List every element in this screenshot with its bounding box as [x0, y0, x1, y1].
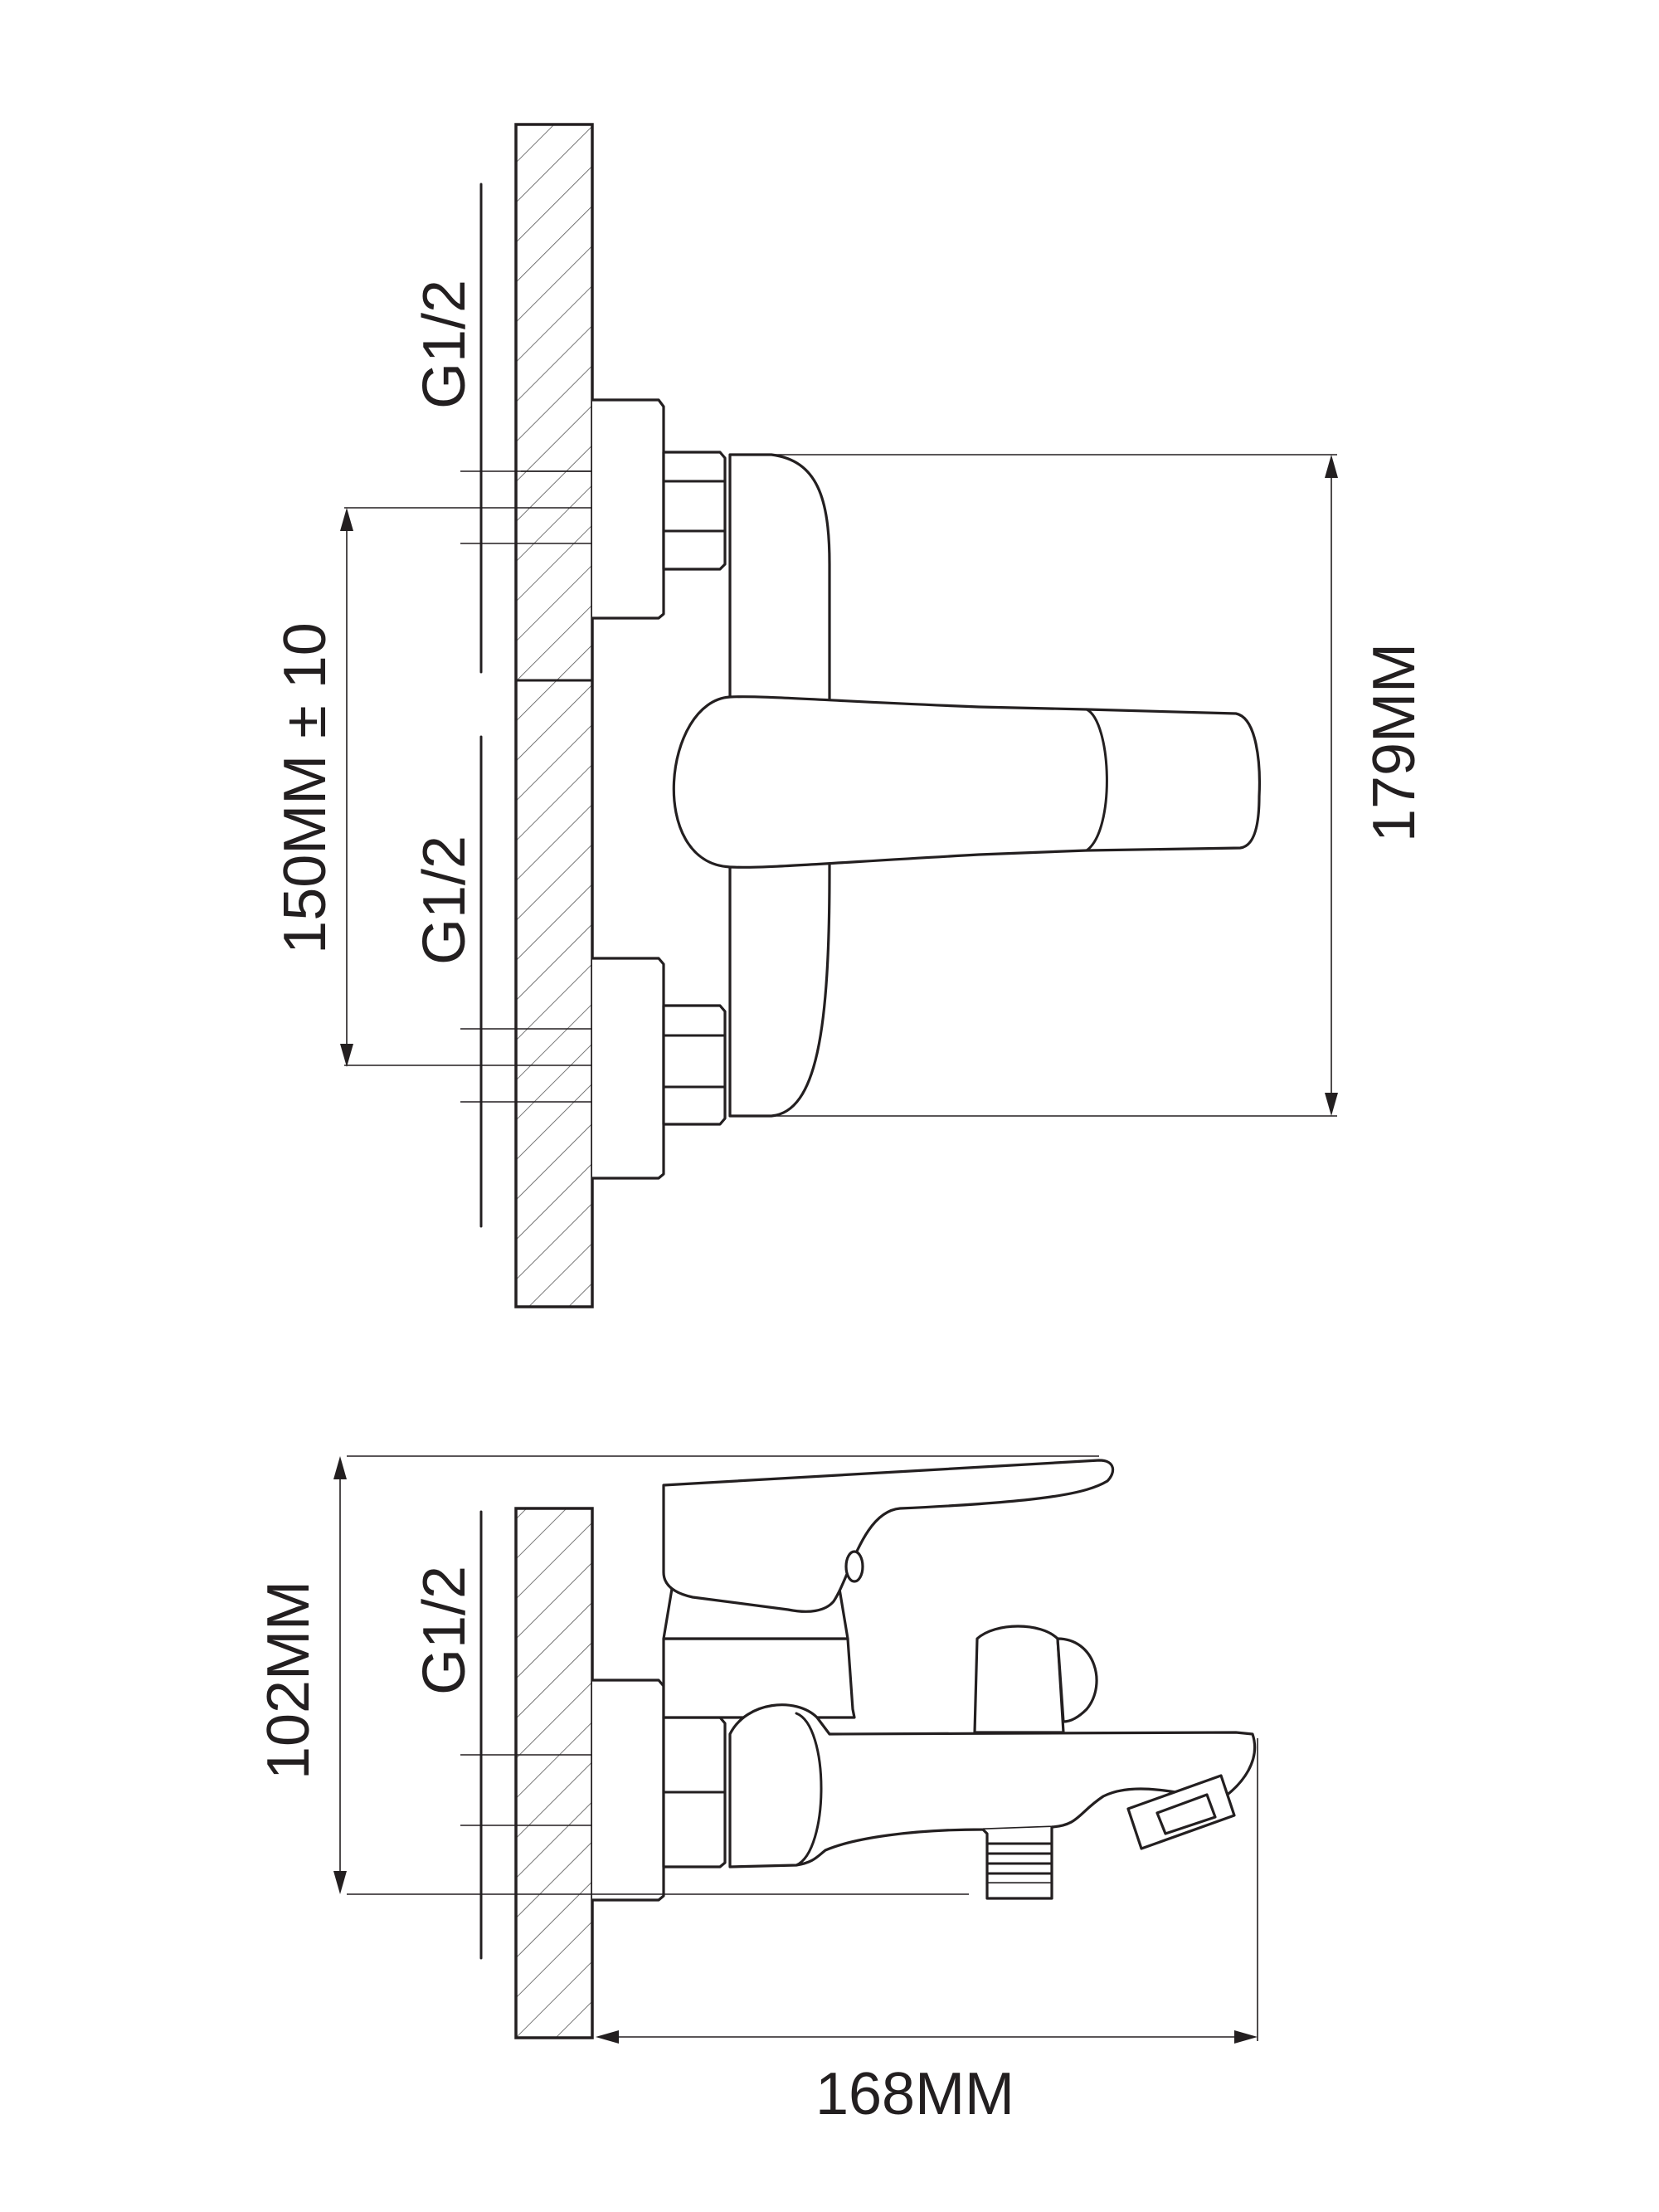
dimension-projection [596, 1738, 1258, 2044]
lever-grip-edge [1085, 708, 1108, 852]
eccentric-flange-bottom [592, 957, 665, 1180]
spout-aerator [1126, 1774, 1236, 1850]
hex-nut-bottom [662, 1004, 727, 1126]
lever-handle-top-view [672, 695, 1261, 869]
inlet-thread-top [344, 183, 592, 674]
dimension-width [771, 454, 1338, 1117]
label-thread-top-1: G1/2 [411, 280, 478, 409]
lever-pivot [844, 1550, 864, 1583]
eccentric-flange-top [592, 398, 665, 620]
label-thread-top-2: G1/2 [411, 836, 478, 965]
inlet-thread-side [460, 1510, 592, 1960]
shower-outlet [981, 1827, 1053, 1900]
inlet-thread-bottom [344, 735, 592, 1228]
cartridge-housing [662, 1637, 856, 1719]
dimension-height [333, 1455, 1099, 1895]
eccentric-flange-side [592, 1678, 665, 1902]
top-view: G1/2 G1/2 150MM ± 10 179MM [272, 123, 1428, 1308]
dimension-centers [340, 508, 353, 1067]
label-thread-side: G1/2 [411, 1566, 478, 1695]
wall-hatched-top [514, 123, 594, 1308]
side-view: G1/2 102MM 168MM [255, 1455, 1258, 2127]
lever-handle-side-view [662, 1459, 1115, 1613]
label-height: 102MM [255, 1581, 322, 1780]
spout-body-edge [795, 1712, 823, 1867]
wall-hatched-side [514, 1507, 594, 2039]
label-centers: 150MM ± 10 [272, 622, 338, 954]
diverter-knob [973, 1625, 1098, 1734]
label-projection: 168MM [815, 2061, 1014, 2127]
label-total-width: 179MM [1361, 643, 1428, 842]
hex-nut-top [662, 451, 727, 571]
hex-nut-side [662, 1716, 727, 1869]
spout-body [728, 1703, 1257, 1869]
